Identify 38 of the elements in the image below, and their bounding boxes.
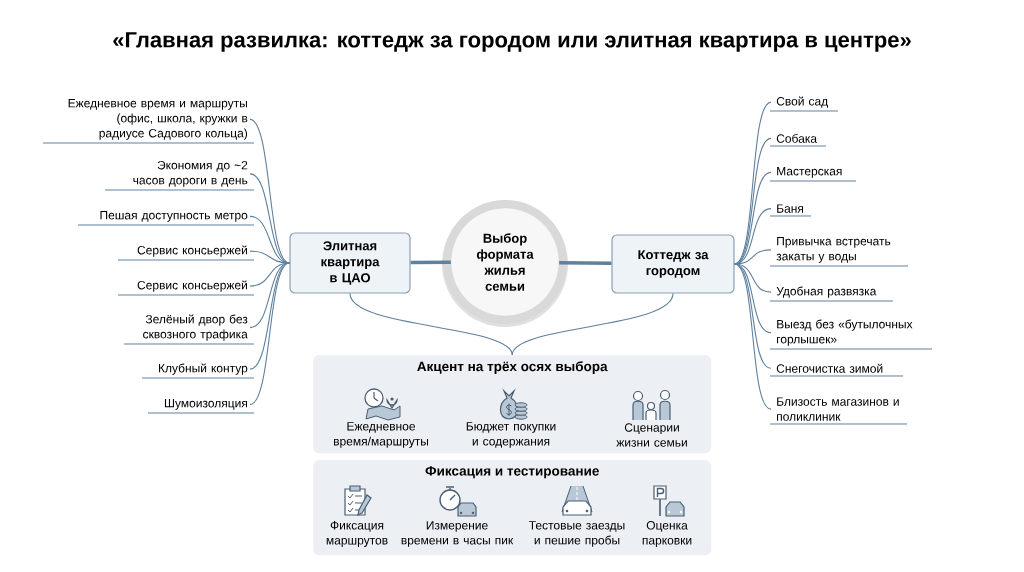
title: «Главная развилка: коттедж за городом или элитная квартира в центре» xyxy=(113,32,911,52)
leaf-label: Клубный контур xyxy=(141,363,255,379)
leaf-label: Близость магазинов и поликлиник xyxy=(769,397,908,425)
connector xyxy=(249,250,290,264)
connector xyxy=(559,260,612,265)
category-box: Элитная квартира в ЦАО xyxy=(289,232,411,294)
leaf-label: Пешая доступность метро xyxy=(77,211,255,226)
leaf-label: Выезд без «бутылочных горлышек» xyxy=(769,319,933,350)
connector xyxy=(734,263,772,410)
leaf-label: Баня xyxy=(769,204,812,217)
leaf-label: Снегочистка зимой xyxy=(769,363,904,377)
leaf-label: Шумоизоляция xyxy=(147,399,255,414)
leaf-label: Сервис консьержей xyxy=(117,280,255,296)
connector xyxy=(249,262,290,370)
item-caption: Измерение времени в часы пик xyxy=(401,521,514,547)
item-caption: Фиксация маршрутов xyxy=(326,521,388,547)
leaf-label: Привычка встречать закаты у воды xyxy=(769,237,909,267)
leaf-label: Свой сад xyxy=(769,96,839,112)
leaf-label: Экономия до ~2 часов дороги в день xyxy=(104,160,255,191)
leaf-label: Удобная развязка xyxy=(769,286,894,302)
connector xyxy=(349,293,513,356)
leaf-label: Сервис консьержей xyxy=(117,245,255,261)
item-caption: Оценка парковки xyxy=(642,521,692,547)
connector xyxy=(511,293,674,356)
leaf-label: Мастерская xyxy=(769,167,857,182)
connector xyxy=(249,262,290,405)
leaf-label: Ежедневное время и маршруты (офис, школа, кружки в радиусе Садового кольца) xyxy=(42,99,255,144)
connector xyxy=(410,260,451,265)
category-box: Коттедж за городом xyxy=(611,234,735,294)
connector xyxy=(734,263,772,369)
leaf-label: Зелёный двор без сквозного трафика xyxy=(123,314,255,345)
item-caption: Сценарии жизни семьи xyxy=(616,423,687,447)
item-caption: Тестовые заезды и пешие пробы xyxy=(529,521,625,547)
connector xyxy=(249,118,290,264)
item-caption: Ежедневное время/маршруты xyxy=(334,422,429,448)
item-caption: Бюджет покупки и содержания xyxy=(466,422,556,448)
leaf-label: Собака xyxy=(769,133,827,147)
connector xyxy=(734,137,772,265)
